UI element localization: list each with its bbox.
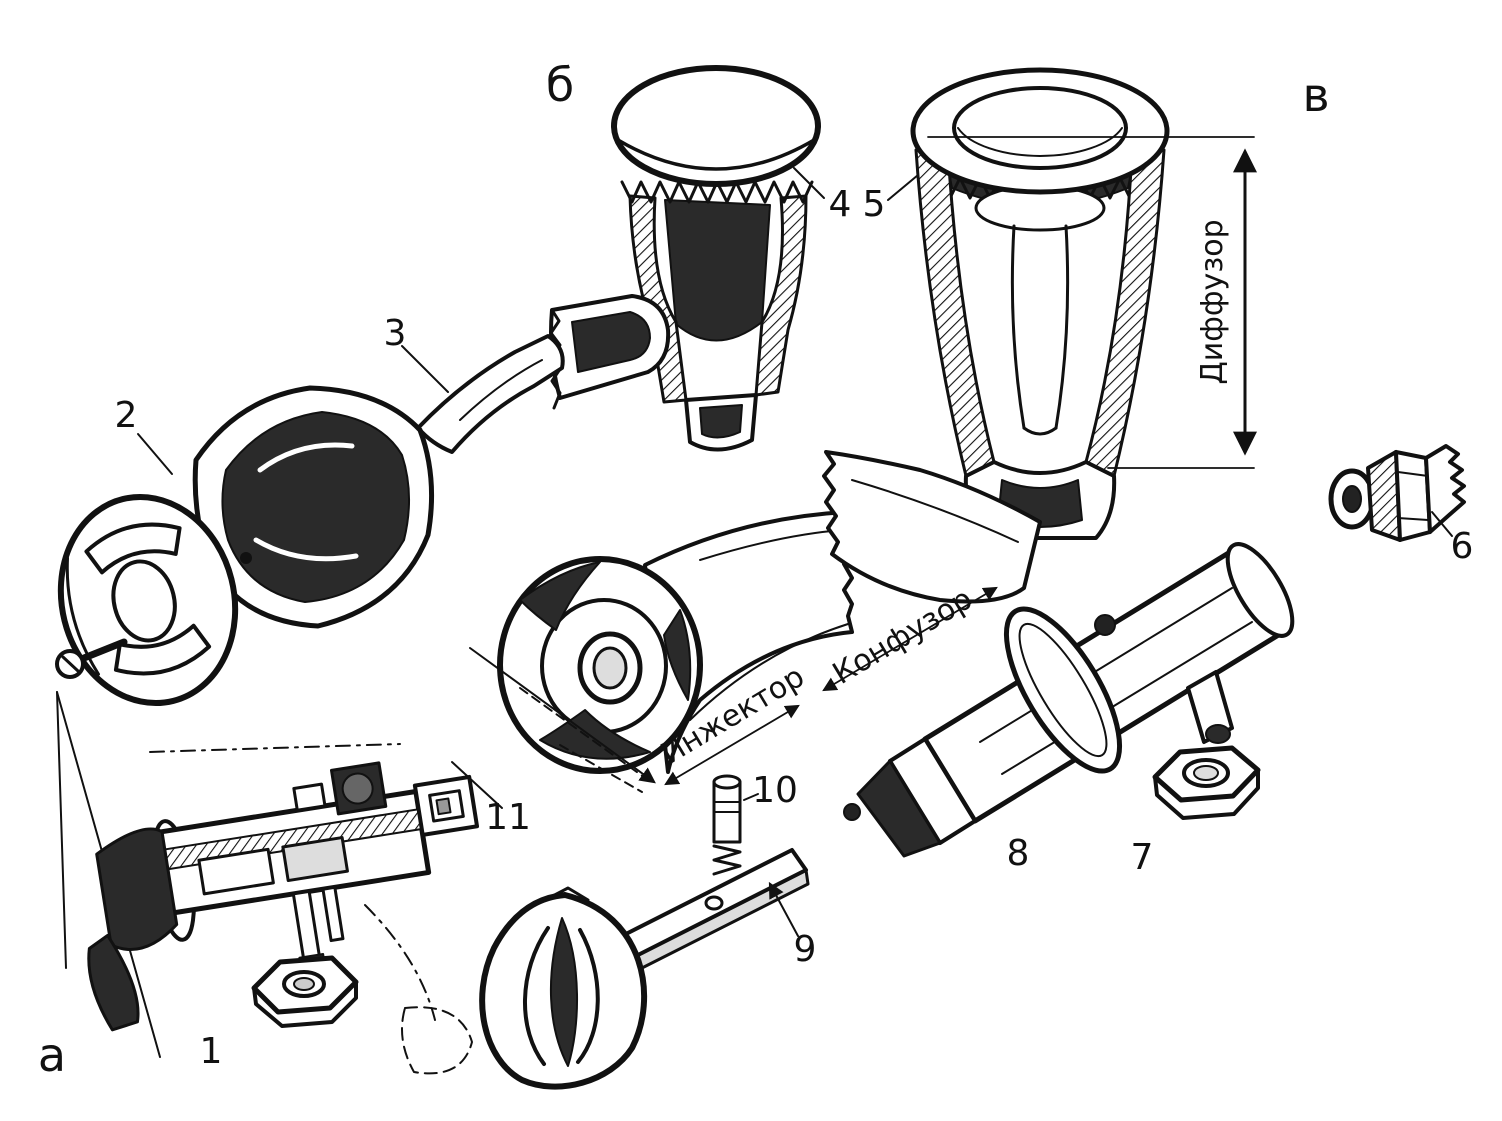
diffuser-dimension bbox=[927, 136, 1257, 469]
section-label-a: а bbox=[37, 1028, 67, 1082]
burner-b-section bbox=[549, 65, 925, 452]
section-label-b: б bbox=[545, 58, 575, 112]
venturi-funnel bbox=[192, 385, 435, 629]
part-number-8: 8 bbox=[1006, 833, 1030, 874]
knob bbox=[479, 886, 647, 1090]
section-label-v: в bbox=[1302, 68, 1330, 122]
annotation-diffuser: Диффузор bbox=[1195, 219, 1230, 385]
mixing-tube-3 bbox=[401, 334, 565, 454]
part-number-1: 1 bbox=[199, 1031, 223, 1072]
part-number-11: 11 bbox=[485, 797, 531, 838]
burner-v-section bbox=[910, 67, 1170, 540]
part-number-9: 9 bbox=[793, 929, 817, 970]
strip-9 bbox=[613, 848, 810, 972]
gas-tap-1 bbox=[56, 691, 503, 1075]
nut-lower-left bbox=[251, 955, 359, 1028]
part-number-10: 10 bbox=[752, 770, 798, 811]
disc-2 bbox=[55, 433, 239, 707]
part-number-5: 5 bbox=[862, 184, 886, 225]
part-number-3: 3 bbox=[383, 313, 407, 354]
injector-confuser-arrows bbox=[664, 586, 998, 786]
part-number-4: 4 bbox=[828, 184, 852, 225]
pin-10 bbox=[712, 774, 759, 876]
part-number-7: 7 bbox=[1130, 837, 1154, 878]
part-number-6: 6 bbox=[1450, 526, 1474, 567]
nozzle-6 bbox=[1328, 444, 1466, 542]
assembly-8 bbox=[843, 542, 1295, 858]
part-number-2: 2 bbox=[114, 395, 138, 436]
nut-7 bbox=[1152, 745, 1261, 820]
center-horn bbox=[469, 450, 1042, 793]
